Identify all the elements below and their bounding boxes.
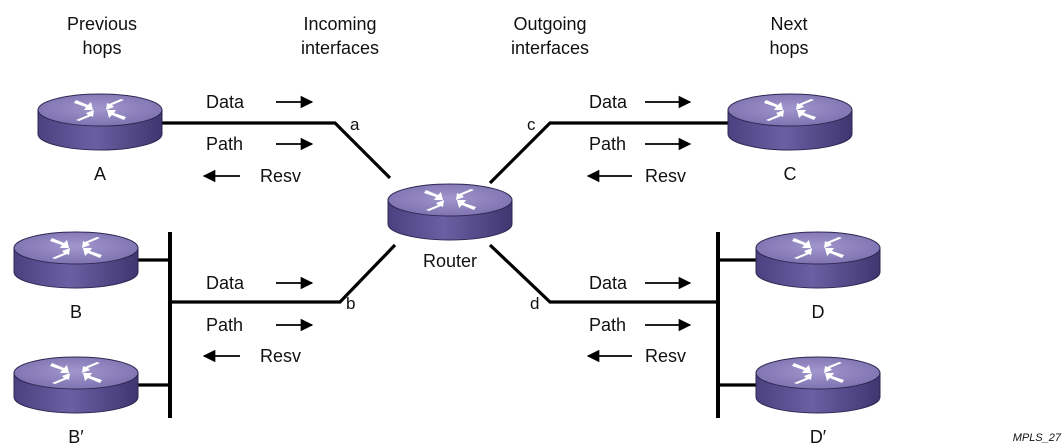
interface-a-label: a [350, 115, 360, 134]
interface-d-label: d [530, 294, 539, 313]
link-b [170, 243, 397, 304]
msg-path-upper-right: Path [589, 134, 626, 154]
msg-path-upper-left: Path [206, 134, 243, 154]
router-d2-icon [755, 356, 881, 414]
link-a [160, 121, 392, 180]
figure-tag: MPLS_27 [1013, 432, 1062, 444]
router-b-icon [13, 231, 139, 289]
msg-data-lower-right: Data [589, 273, 628, 293]
msg-data-upper-right: Data [589, 92, 628, 112]
router-b2-label: B′ [68, 427, 84, 446]
interface-c-label: c [527, 115, 536, 134]
msg-resv-upper-left: Resv [260, 166, 301, 186]
router-c-label: C [784, 164, 797, 184]
router-d-label: D [812, 302, 825, 322]
router-d-icon [755, 231, 881, 289]
router-center-label: Router [423, 251, 477, 271]
interface-b-label: b [346, 294, 355, 313]
router-a-label: A [94, 164, 106, 184]
router-b2-icon [13, 356, 139, 414]
link-d [488, 243, 718, 304]
msg-path-lower-left: Path [206, 315, 243, 335]
msg-resv-upper-right: Resv [645, 166, 686, 186]
link-c [488, 121, 735, 185]
router-d2-label: D′ [810, 427, 827, 446]
router-a-icon [37, 93, 163, 151]
msg-data-lower-left: Data [206, 273, 245, 293]
msg-resv-lower-left: Resv [260, 346, 301, 366]
msg-data-upper-left: Data [206, 92, 245, 112]
router-center-icon [387, 183, 513, 241]
router-b-label: B [70, 302, 82, 322]
msg-resv-lower-right: Resv [645, 346, 686, 366]
router-c-icon [727, 93, 853, 151]
msg-path-lower-right: Path [589, 315, 626, 335]
